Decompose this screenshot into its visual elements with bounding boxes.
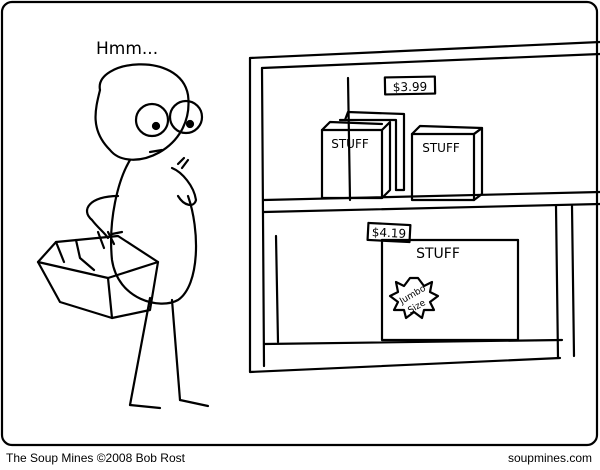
character xyxy=(85,63,210,410)
box-big-label: STUFF xyxy=(416,246,460,262)
box-right xyxy=(410,124,484,202)
price-tag-top xyxy=(383,75,437,96)
comic-drawing: Hmm... $3.99 $4.19 STUFF STUFF STUFF Jum… xyxy=(0,0,600,447)
box-big xyxy=(380,238,520,342)
left-eye xyxy=(134,102,170,138)
box-left-label: STUFF xyxy=(331,137,369,151)
comic-panel: Hmm... $3.99 $4.19 STUFF STUFF STUFF Jum… xyxy=(0,0,600,447)
box-left xyxy=(320,110,406,200)
shopping-basket xyxy=(36,230,160,320)
footer-site: soupmines.com xyxy=(507,451,592,465)
price-bottom-label: $4.19 xyxy=(371,225,406,241)
jumbo-badge xyxy=(388,276,440,320)
box-right-label: STUFF xyxy=(422,141,460,155)
dialogue: Hmm... xyxy=(96,39,158,59)
shelf-unit xyxy=(248,40,600,374)
footer: The Soup Mines ©2008 Bob Rost soupmines.… xyxy=(0,447,600,470)
price-top-label: $3.99 xyxy=(393,80,428,95)
right-eye xyxy=(168,99,204,135)
footer-credit: The Soup Mines ©2008 Bob Rost xyxy=(6,451,185,465)
panel-border xyxy=(0,0,599,447)
